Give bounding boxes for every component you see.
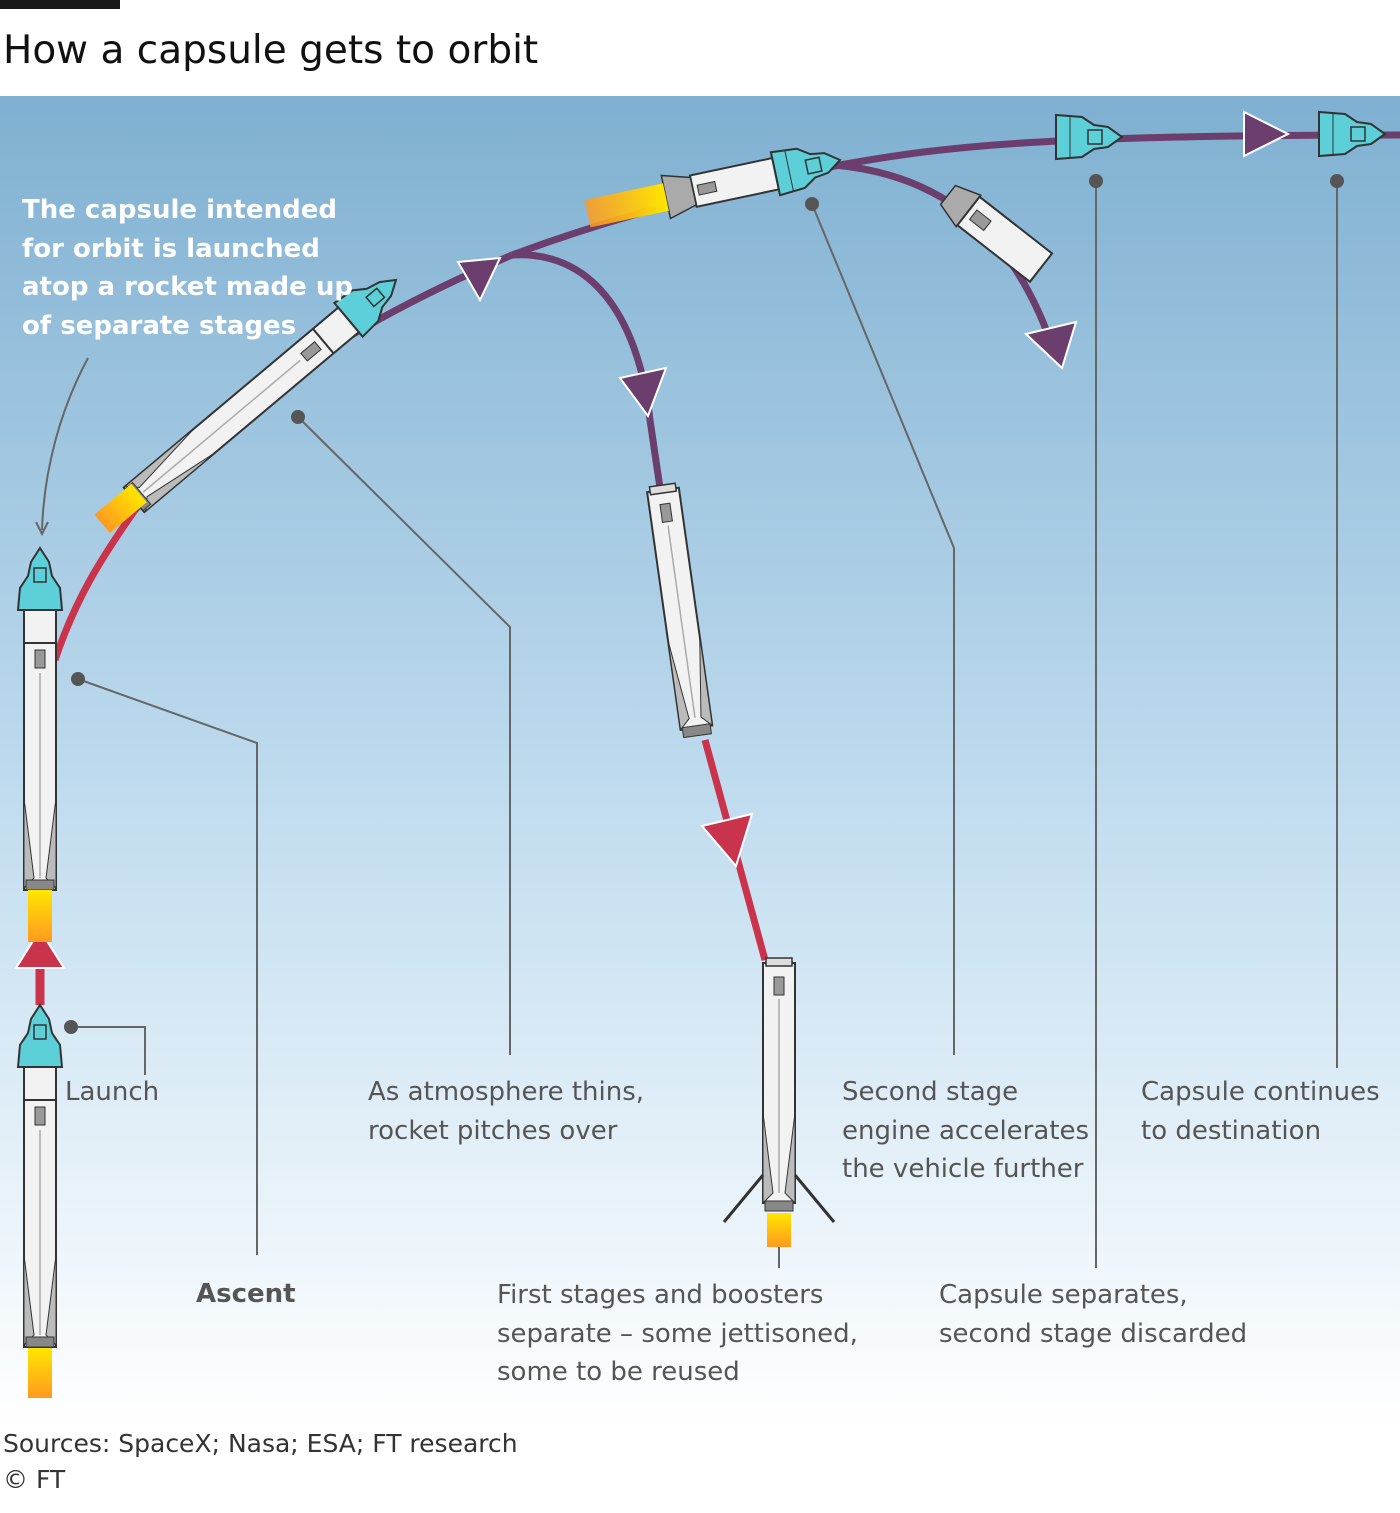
- label-capsule-separates: Capsule separates, second stage discarde…: [939, 1280, 1248, 1349]
- second-stage-icon: [584, 137, 846, 228]
- arrow-icon: [14, 928, 66, 969]
- label-separation: First stages and boosters separate – som…: [497, 1280, 858, 1387]
- sky-background: [0, 96, 1400, 1426]
- arrow-icon: [1023, 320, 1078, 370]
- arrow-icon: [700, 812, 754, 869]
- rocket-icon: [17, 1004, 63, 1398]
- copyright: © FT: [3, 1465, 66, 1494]
- arrow-icon: [456, 256, 502, 303]
- sources: Sources: SpaceX; Nasa; ESA; FT research: [3, 1429, 518, 1458]
- label-pitch: As atmosphere thins, rocket pitches over: [368, 1077, 645, 1146]
- intro-text: The capsule intended for orbit is launch…: [22, 195, 353, 341]
- ascent-path: [51, 507, 138, 662]
- label-second-stage: Second stage engine accelerates the vehi…: [842, 1077, 1090, 1184]
- label-capsule-continues: Capsule continues to destination: [1141, 1077, 1380, 1146]
- arrow-icon: [1243, 110, 1291, 158]
- rocket-icon: [17, 547, 63, 942]
- second-stage-icon: [939, 184, 1054, 284]
- arrowheads: [14, 110, 1291, 969]
- leader-lines: [35, 181, 1338, 1268]
- leader-dots: [64, 174, 1344, 1242]
- rocket-icon: [94, 262, 412, 534]
- label-launch: Launch: [65, 1077, 160, 1107]
- source-note: Sources: SpaceX; Nasa; ESA; FT research …: [3, 1426, 518, 1498]
- arrow-icon: [618, 366, 668, 419]
- page-title: How a capsule gets to orbit: [3, 28, 539, 73]
- diagram: [0, 96, 1400, 1426]
- top-rule: [0, 0, 120, 9]
- label-ascent: Ascent: [196, 1279, 296, 1309]
- first-stage-icon: [722, 957, 836, 1247]
